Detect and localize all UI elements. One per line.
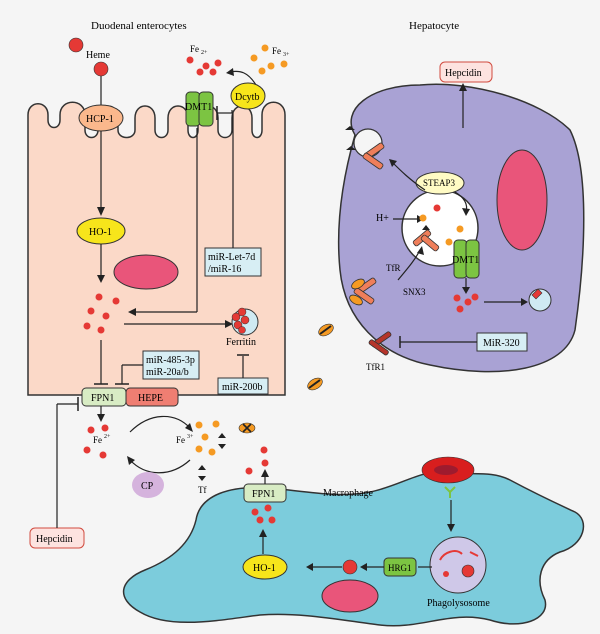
hepcidin-top-box: Hepcidin (439, 61, 493, 83)
tfr1-label: TfR1 (366, 362, 385, 372)
mir-485-box: miR-485-3p miR-20a/b (142, 350, 200, 380)
duodenal-enterocyte-cell (27, 101, 286, 396)
hepatocyte-nucleus (496, 149, 548, 251)
fe3-top-label: Fe (272, 46, 281, 56)
fpn1-macrophage: FPN1 (243, 483, 287, 503)
fe2-bottom-sup: 2+ (104, 434, 111, 440)
dmt1-enterocyte-label: DMT1 (185, 102, 212, 113)
holo-transferrin-bottom (238, 422, 256, 434)
tfr-receptor-endosome (412, 229, 440, 252)
cp-label: CP (141, 481, 154, 492)
hrg1-label: HRG1 (388, 563, 412, 573)
hephaestin: HEPE (125, 387, 179, 407)
dmt1-hepatocyte-label: DMT1 (452, 255, 479, 266)
snx3-label: SNX3 (403, 287, 426, 297)
tfr-with-transferrin (349, 277, 377, 306)
fe2-top-sup: 2+ (201, 50, 208, 56)
mir-20ab-label: miR-20a/b (146, 367, 189, 378)
fe2-top-label: Fe (190, 44, 199, 54)
ceruloplasmin: CP (132, 472, 164, 498)
hcp1-label: HCP-1 (86, 114, 114, 125)
mir-let7d-box: miR-Let-7d /miR-16 (204, 247, 262, 277)
phagolysosome-vesicle (429, 536, 487, 594)
enterocyte-nucleus (113, 254, 179, 290)
phagolysosome-label: Phagolysosome (427, 598, 490, 609)
mir-16-label: /miR-16 (208, 264, 241, 275)
duodenal-title: Duodenal enterocytes (91, 20, 187, 32)
dcytb: Dcytb (230, 82, 266, 110)
ho1-macrophage-label: HO-1 (253, 563, 276, 574)
ho1-enterocyte: HO-1 (76, 217, 126, 245)
macrophage-nucleus (321, 579, 379, 613)
fe3-bottom-label: Fe (176, 435, 185, 445)
hepcidin-left-label: Hepcidin (36, 534, 73, 545)
ferritin-label: Ferritin (226, 337, 256, 348)
holo-transferrin-floating (307, 323, 334, 391)
mir-200b-label: miR-200b (222, 382, 263, 393)
heme-label: Heme (86, 50, 110, 61)
hepcidin-top-label: Hepcidin (445, 68, 482, 79)
tfr-label: TfR (386, 263, 401, 273)
tfr-receptor-surface (362, 142, 385, 170)
ho1-macrophage: HO-1 (242, 554, 288, 580)
dmt1-hepatocyte: DMT1 (452, 239, 480, 279)
steap3: STEAP3 (415, 171, 465, 195)
fe3-bottom-sup: 3+ (187, 434, 194, 440)
mir-320-label: MiR-320 (483, 338, 520, 349)
transferrin-apo-icon (198, 465, 206, 481)
mir-320-box: MiR-320 (476, 332, 528, 352)
mir-200b-box: miR-200b (217, 377, 269, 395)
dcytb-label: Dcytb (235, 92, 259, 103)
dmt1-enterocyte: DMT1 (185, 91, 214, 127)
hepcidin-left-box: Hepcidin (29, 527, 85, 549)
red-blood-cell (421, 456, 475, 484)
tf-label: Tf (198, 485, 207, 495)
fpn1-macrophage-label: FPN1 (252, 489, 275, 500)
ferritin (231, 307, 259, 336)
fe2-bottom-label: Fe (93, 435, 102, 445)
macrophage-title: Macrophage (323, 488, 374, 499)
hephaestin-label: HEPE (138, 393, 163, 404)
mir-485-label: miR-485-3p (146, 355, 195, 366)
fpn1-enterocyte-label: FPN1 (91, 393, 114, 404)
ho1-enterocyte-label: HO-1 (89, 227, 112, 238)
fe3-top-sup: 3+ (283, 52, 290, 58)
steap3-label: STEAP3 (423, 178, 456, 188)
transferrin-icon (422, 225, 430, 230)
hepatocyte-title: Hepatocyte (409, 20, 459, 32)
h-plus-label: H+ (376, 213, 389, 224)
macrophage-cell (122, 471, 585, 627)
rbc-receptor-icon (444, 486, 456, 498)
fpn1-enterocyte: FPN1 (81, 387, 127, 407)
hrg1-box: HRG1 (383, 557, 417, 577)
mir-let7d-label: miR-Let-7d (208, 252, 255, 263)
tfr1-receptor (368, 331, 392, 356)
hcp1-transporter: HCP-1 (78, 104, 124, 132)
